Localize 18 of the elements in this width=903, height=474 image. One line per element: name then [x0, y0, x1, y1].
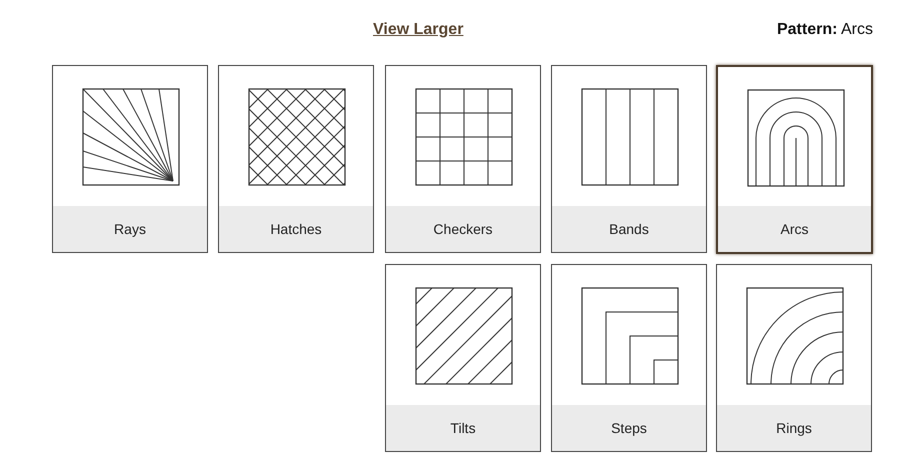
tile-caption: Arcs	[780, 221, 808, 237]
tile-caption: Rays	[114, 221, 146, 237]
view-larger-link: View Larger	[373, 21, 464, 39]
pattern-tile	[385, 65, 541, 253]
pattern-tile	[218, 65, 374, 253]
tile-caption: Rings	[776, 420, 812, 436]
tile-caption: Hatches	[270, 221, 322, 237]
pattern-tile	[551, 65, 707, 253]
tile-caption: Steps	[611, 420, 647, 436]
pattern-tile	[716, 65, 873, 254]
tile-caption: Checkers	[433, 221, 493, 237]
pattern-tile	[716, 264, 872, 452]
pattern-tile	[52, 65, 208, 253]
pattern-tile	[551, 264, 707, 452]
selected-pattern-text: Pattern: Arcs	[776, 21, 873, 39]
tile-caption: Bands	[609, 221, 649, 237]
tile-caption: Tilts	[450, 420, 476, 436]
pattern-tile	[385, 264, 541, 452]
